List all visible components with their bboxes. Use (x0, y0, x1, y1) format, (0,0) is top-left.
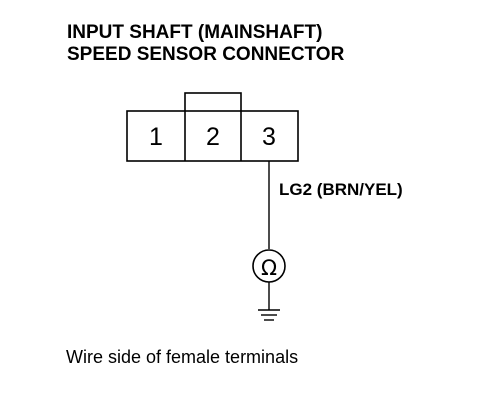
wire-label: LG2 (BRN/YEL) (279, 180, 403, 199)
connector (126, 92, 299, 162)
title-line-2: SPEED SENSOR CONNECTOR (67, 44, 345, 65)
connector-housing (126, 110, 299, 162)
pin-1-label: 1 (149, 123, 163, 151)
ohmmeter-icon: Ω (252, 249, 286, 283)
diagram-caption: Wire side of female terminals (66, 347, 299, 367)
connector-latch (184, 92, 242, 113)
title-line-1: INPUT SHAFT (MAINSHAFT) (67, 22, 323, 43)
ground-icon (258, 282, 280, 321)
pin-3-label: 3 (262, 123, 276, 151)
ohm-symbol: Ω (261, 256, 277, 280)
pin-2-label: 2 (206, 123, 220, 151)
diagram-title: INPUT SHAFT (MAINSHAFT) SPEED SENSOR CON… (67, 22, 344, 66)
